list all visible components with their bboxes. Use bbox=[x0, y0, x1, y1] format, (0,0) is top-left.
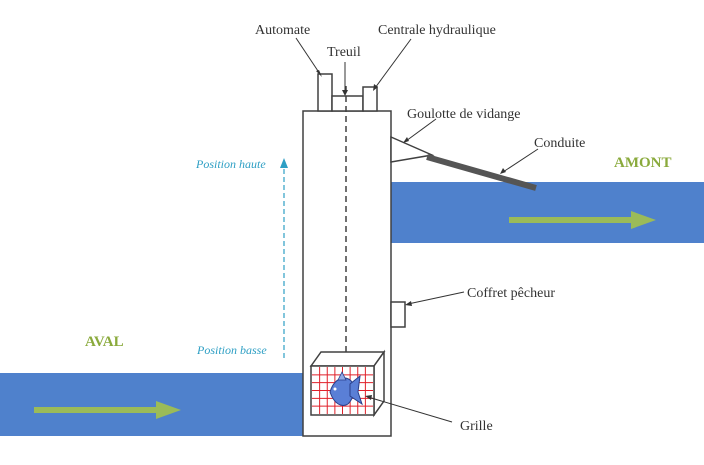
downstream-flow-arrow-shaft bbox=[34, 407, 156, 413]
fish-icon-fin bbox=[337, 371, 347, 381]
downstream-water bbox=[0, 373, 303, 436]
label-automate: Automate bbox=[255, 23, 310, 38]
upstream-flow-arrow-shaft bbox=[509, 217, 631, 223]
downstream-flow-arrow bbox=[34, 401, 181, 419]
position-indicator-arrowhead bbox=[280, 158, 288, 168]
hydraulic-unit-box bbox=[362, 86, 378, 112]
label-amont: AMONT bbox=[614, 155, 672, 171]
label-grille: Grille bbox=[460, 419, 493, 434]
fish-cage bbox=[309, 349, 386, 418]
label-conduite: Conduite bbox=[534, 136, 585, 151]
downstream-flow-arrow-head bbox=[156, 401, 181, 419]
winch-box bbox=[331, 95, 364, 112]
label-position-basse: Position basse bbox=[196, 343, 267, 357]
fish-icon-eye bbox=[333, 387, 337, 391]
label-aval: AVAL bbox=[85, 334, 124, 350]
leader-automate-head bbox=[316, 70, 322, 77]
drain-chute bbox=[390, 135, 435, 163]
label-coffret-pecheur: Coffret pêcheur bbox=[467, 286, 555, 301]
fish-icon bbox=[329, 371, 363, 406]
leader-goulotte-head bbox=[403, 137, 409, 143]
leader-conduite bbox=[502, 148, 539, 173]
leader-grille bbox=[367, 396, 453, 423]
leader-grille-head bbox=[365, 395, 372, 400]
upstream-water bbox=[391, 182, 704, 243]
leader-centrale bbox=[374, 38, 412, 89]
upstream-flow-arrow bbox=[509, 211, 656, 229]
fish-icon-tail bbox=[349, 374, 363, 406]
upstream-flow-arrow-head bbox=[631, 211, 656, 229]
leader-coffret bbox=[407, 291, 465, 305]
leader-automate bbox=[295, 37, 321, 75]
label-goulotte-de-vidange: Goulotte de vidange bbox=[407, 107, 521, 122]
leader-conduite-head bbox=[500, 168, 506, 174]
fisher-box bbox=[390, 301, 406, 328]
label-treuil: Treuil bbox=[327, 45, 361, 60]
automate-box bbox=[317, 73, 333, 112]
label-centrale-hydraulique: Centrale hydraulique bbox=[378, 23, 496, 38]
cage-top-face bbox=[309, 351, 386, 367]
leader-centrale-head bbox=[373, 84, 378, 91]
label-position-haute: Position haute bbox=[195, 157, 266, 171]
leader-coffret-head bbox=[405, 301, 412, 306]
leader-goulotte bbox=[405, 118, 437, 142]
conduit-pipe bbox=[426, 154, 537, 191]
leader-treuil-head bbox=[342, 90, 348, 96]
